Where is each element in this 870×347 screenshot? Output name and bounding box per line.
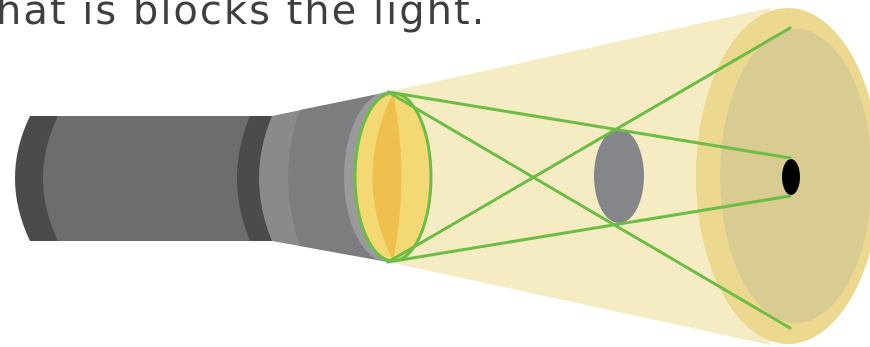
shadow-spot-icon	[782, 159, 800, 195]
flashlight-icon	[15, 92, 432, 262]
opaque-object-icon	[594, 129, 644, 223]
